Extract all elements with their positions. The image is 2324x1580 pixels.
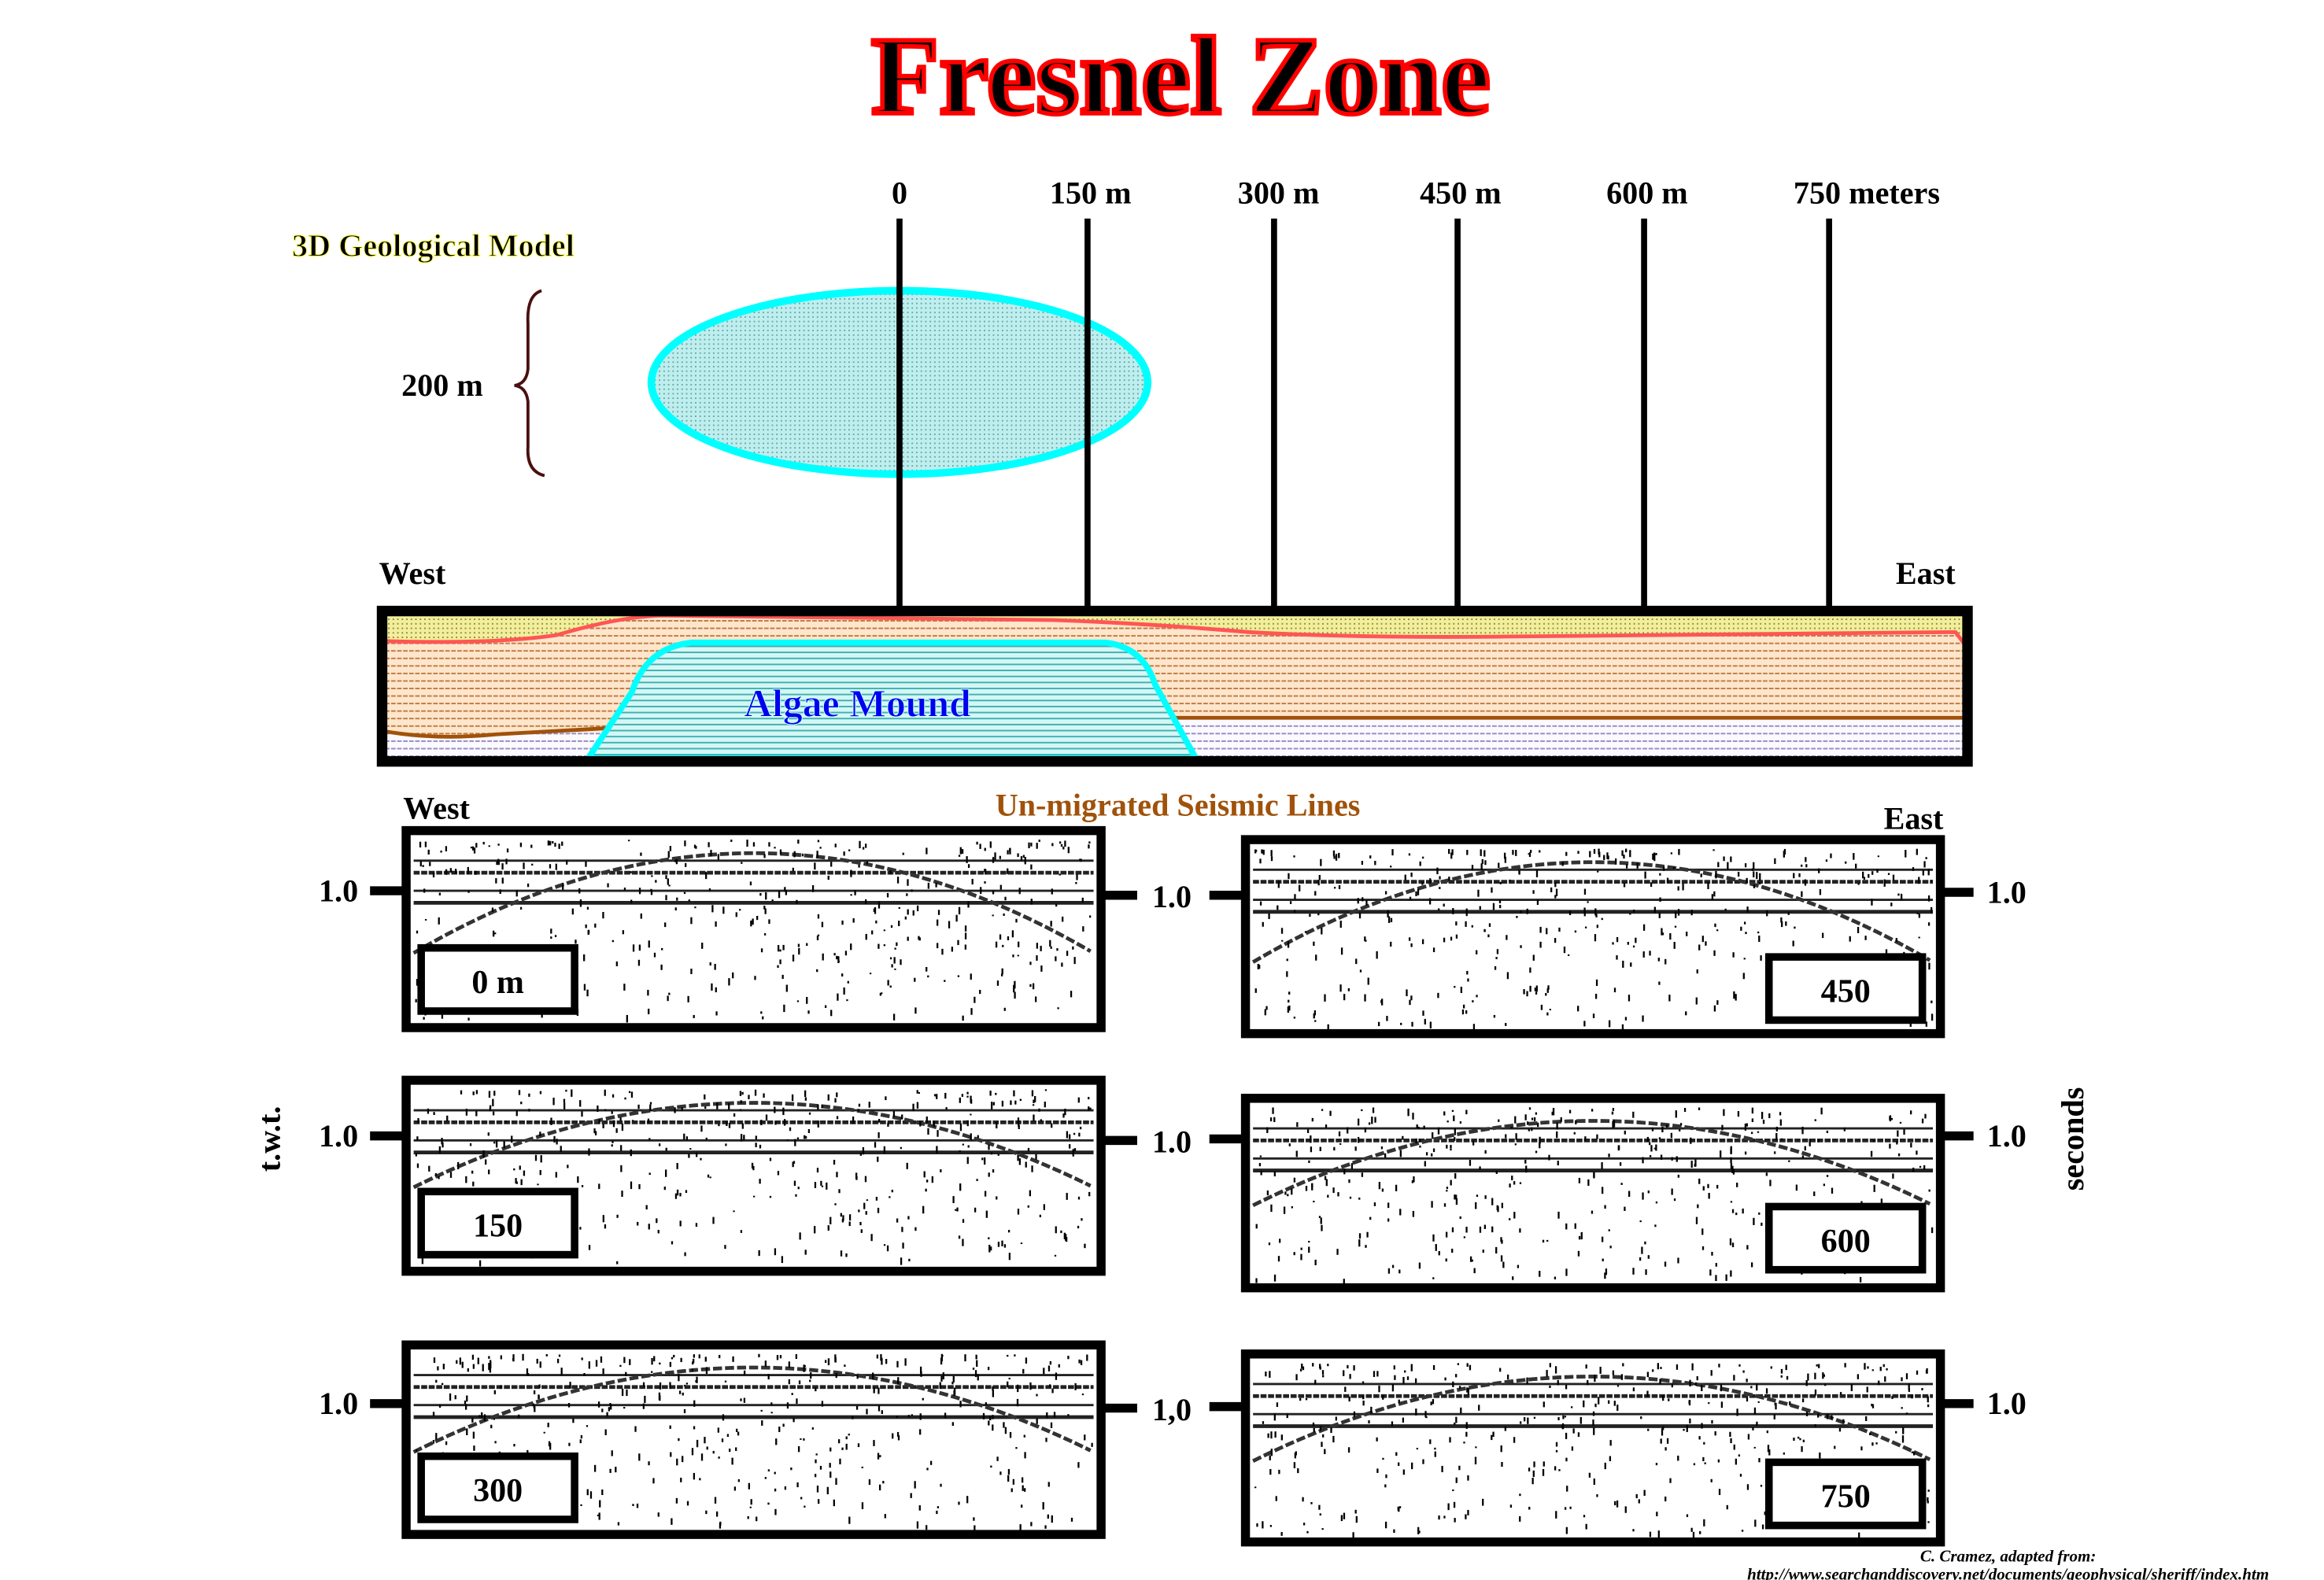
time-tick-label: 1.0: [1152, 1124, 1192, 1160]
seismic-panel: 750 1.0: [1209, 1349, 2027, 1547]
seismic-panel: 300 1.0 1,0: [319, 1340, 1192, 1539]
panel-frame: [401, 825, 1106, 1032]
time-tick-label: 1.0: [1987, 1118, 2027, 1154]
seismic-panel: 600 1.0: [1209, 1094, 2027, 1293]
diffraction: [412, 851, 1092, 955]
time-tick-label: 1,0: [1152, 1392, 1192, 1427]
diffraction: [412, 1101, 1092, 1190]
panel-label-box: [417, 943, 578, 1015]
time-tick-label: 1.0: [319, 1386, 358, 1421]
distance-label: 300 m: [1238, 175, 1320, 211]
panel-label: 600: [1821, 1224, 1871, 1260]
panel-label: 300: [473, 1473, 523, 1509]
time-tick-label: 1.0: [1987, 1386, 2027, 1421]
panel-frame: [1240, 1349, 1945, 1547]
distance-label: 150 m: [1050, 175, 1132, 211]
diffraction: [1251, 860, 1931, 964]
panel-frame: [401, 1340, 1106, 1539]
panel-label-box: [417, 1452, 578, 1523]
model-label: 3D Geological Model: [292, 227, 575, 263]
distance-label: 450 m: [1420, 175, 1502, 211]
panel-frame: [1240, 1094, 1945, 1293]
seismic-panel: 150 1.0 1.0: [319, 1076, 1192, 1276]
panel-label-box: [1764, 1458, 1927, 1530]
panel-label: 150: [473, 1209, 523, 1245]
seismic-panel: 0 m 1.0 1.0: [319, 825, 1192, 1032]
algae-mound-label: Algae Mound: [744, 681, 971, 725]
distance-label: 750 meters: [1794, 175, 1940, 211]
panel-label: 0 m: [471, 965, 524, 1001]
seismic-west-label: West: [403, 790, 470, 825]
section-east-label: East: [1896, 556, 1956, 591]
panel-frame: [401, 1076, 1106, 1276]
panel-label-box: [1764, 1202, 1927, 1274]
time-tick-label: 1.0: [319, 1118, 358, 1154]
title: Fresnel Zone: [871, 14, 1491, 138]
time-tick-label: 1.0: [1987, 874, 2027, 910]
distance-label: 0: [892, 175, 907, 211]
diffraction: [1252, 1375, 1931, 1463]
panel-label-box: [417, 1187, 578, 1259]
distance-markers: 0 150 m 300 m 450 m 600 m 750 meters: [892, 175, 1940, 610]
seismic-panel: 450 1.0: [1209, 835, 2027, 1039]
diffraction: [412, 1365, 1092, 1454]
time-tick-label: 1.0: [319, 873, 358, 908]
time-tick-label: 1.0: [1152, 879, 1192, 914]
brace-icon: [514, 289, 545, 478]
y-axis-label-left: t.w.t.: [252, 1106, 287, 1172]
panel-label: 450: [1821, 973, 1871, 1010]
height-label: 200 m: [401, 367, 483, 403]
credit-line-2: http://www.searchanddiscovery.net/docume…: [1747, 1564, 2269, 1580]
panel-label-box: [1764, 953, 1927, 1024]
seismic-east-label: East: [1884, 801, 1944, 836]
geologic-cross-section: [376, 605, 1973, 767]
section-west-label: West: [379, 556, 446, 591]
panel-frame: [1240, 835, 1945, 1039]
diffraction: [1252, 1119, 1931, 1208]
y-axis-label-right: seconds: [2055, 1087, 2090, 1191]
panel-label: 750: [1821, 1479, 1871, 1515]
seismic-title: Un-migrated Seismic Lines: [996, 787, 1361, 822]
credit-line-1: C. Cramez, adapted from:: [1920, 1547, 2097, 1566]
distance-label: 600 m: [1606, 175, 1688, 211]
